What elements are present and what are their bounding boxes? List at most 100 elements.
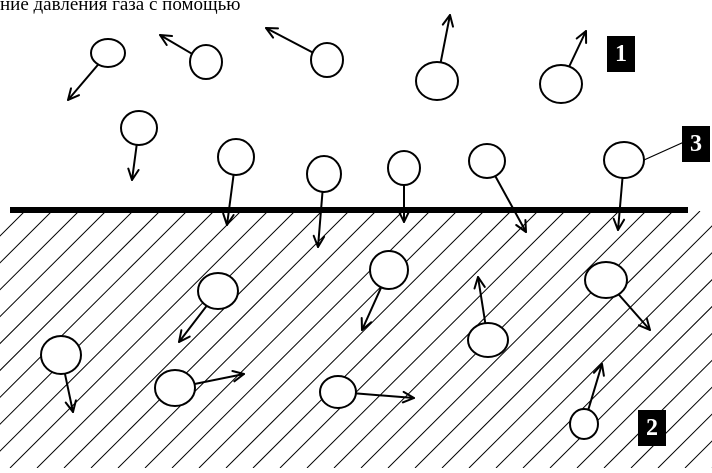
molecule-circle xyxy=(319,375,357,409)
molecule-liquid xyxy=(569,363,605,440)
velocity-arrow-shaft xyxy=(361,286,383,331)
hatch-line xyxy=(63,211,323,468)
hatch-line xyxy=(495,252,712,468)
velocity-arrow-shaft xyxy=(587,363,603,411)
molecule-circle xyxy=(189,44,223,80)
hatch-line xyxy=(441,211,701,468)
hatch-line xyxy=(198,211,458,468)
hatch-line xyxy=(171,211,431,468)
molecule-circle xyxy=(569,408,599,440)
velocity-arrow-head xyxy=(360,317,373,331)
molecule-circle xyxy=(369,250,409,290)
molecule-circle xyxy=(197,272,239,310)
hatch-line xyxy=(684,440,712,468)
molecule-circle xyxy=(40,335,82,375)
molecule-surface xyxy=(387,150,421,223)
molecule-circle xyxy=(120,110,158,146)
molecule-circle xyxy=(310,42,344,78)
hatch-line xyxy=(0,211,161,372)
velocity-arrow-shaft xyxy=(439,14,451,64)
velocity-arrow-head xyxy=(159,34,173,46)
velocity-arrow-head xyxy=(222,212,235,226)
velocity-arrow-shaft xyxy=(477,276,487,325)
hatch-line xyxy=(0,211,215,425)
hatch-line xyxy=(0,211,188,398)
molecule-liquid xyxy=(178,272,239,343)
molecule-circle xyxy=(387,150,421,186)
molecule-liquid xyxy=(319,375,415,409)
velocity-arrow-head xyxy=(575,30,588,44)
velocity-arrow-head xyxy=(397,210,411,223)
label-liquid-region: 2 xyxy=(638,410,666,446)
hatch-line xyxy=(306,211,566,468)
hatch-line xyxy=(0,211,242,452)
hatch-line xyxy=(117,211,377,468)
velocity-arrow-shaft xyxy=(617,293,651,331)
molecule-surface xyxy=(306,155,342,248)
hatch-line xyxy=(90,211,350,468)
hatch-line xyxy=(252,211,512,468)
label-3-leader xyxy=(643,141,685,161)
molecule-circle xyxy=(306,155,342,193)
velocity-arrow-shaft xyxy=(131,143,138,181)
hatch-line xyxy=(630,386,712,468)
velocity-arrow-shaft xyxy=(617,176,624,231)
velocity-arrow-head xyxy=(64,399,77,413)
molecule-surface xyxy=(468,143,527,233)
hatch-line xyxy=(0,211,134,345)
velocity-arrow-head xyxy=(612,217,626,231)
velocity-arrow-head xyxy=(67,87,80,101)
velocity-arrow-head xyxy=(312,234,326,248)
velocity-arrow-head xyxy=(127,167,140,181)
hatch-line xyxy=(0,211,80,291)
velocity-arrow-head xyxy=(441,14,454,28)
liquid-hatching xyxy=(0,211,712,468)
velocity-arrow-shaft xyxy=(317,190,324,248)
velocity-arrow-shaft xyxy=(568,30,587,68)
velocity-arrow-shaft xyxy=(265,27,314,54)
molecule-circle xyxy=(468,143,506,179)
hatch-line xyxy=(522,279,712,468)
molecule-circle xyxy=(217,138,255,176)
molecule-surface xyxy=(603,141,645,231)
hatch-line xyxy=(657,413,712,468)
molecule-gas xyxy=(415,14,459,101)
molecule-gas xyxy=(265,27,344,78)
molecule-liquid xyxy=(154,369,245,407)
molecule-circle xyxy=(467,322,509,358)
hatch-line xyxy=(576,332,712,468)
molecule-gas xyxy=(67,38,126,101)
molecule-liquid xyxy=(584,261,651,331)
molecule-circle xyxy=(154,369,196,407)
velocity-arrow-head xyxy=(515,219,527,233)
molecule-liquid xyxy=(360,250,409,331)
velocity-arrow-shaft xyxy=(193,373,245,385)
molecule-circle xyxy=(603,141,645,179)
label-gas-region: 1 xyxy=(607,36,635,72)
velocity-arrow-shaft xyxy=(178,304,208,343)
caption-text: ние давления газа с помощью xyxy=(0,0,241,15)
hatch-line xyxy=(0,211,53,264)
molecule-liquid xyxy=(467,276,509,358)
molecule-circle xyxy=(415,61,459,101)
molecule-surface xyxy=(217,138,255,226)
hatch-line xyxy=(9,211,269,468)
hatch-line xyxy=(144,211,404,468)
velocity-arrow-shaft xyxy=(67,63,100,101)
velocity-arrow-head xyxy=(592,363,605,377)
molecule-gas xyxy=(539,30,588,104)
hatch-line xyxy=(333,211,593,468)
molecule-circle xyxy=(584,261,628,299)
velocity-arrow-shaft xyxy=(63,372,74,413)
hatch-line xyxy=(414,211,674,468)
molecule-circle xyxy=(90,38,126,68)
molecule-gas xyxy=(159,34,223,80)
label-molecule: 3 xyxy=(682,126,710,162)
velocity-arrow-head xyxy=(265,27,279,39)
velocity-arrow-shaft xyxy=(354,392,415,399)
hatch-line xyxy=(0,211,107,318)
hatch-line xyxy=(225,211,485,468)
velocity-arrow-shaft xyxy=(226,173,235,226)
